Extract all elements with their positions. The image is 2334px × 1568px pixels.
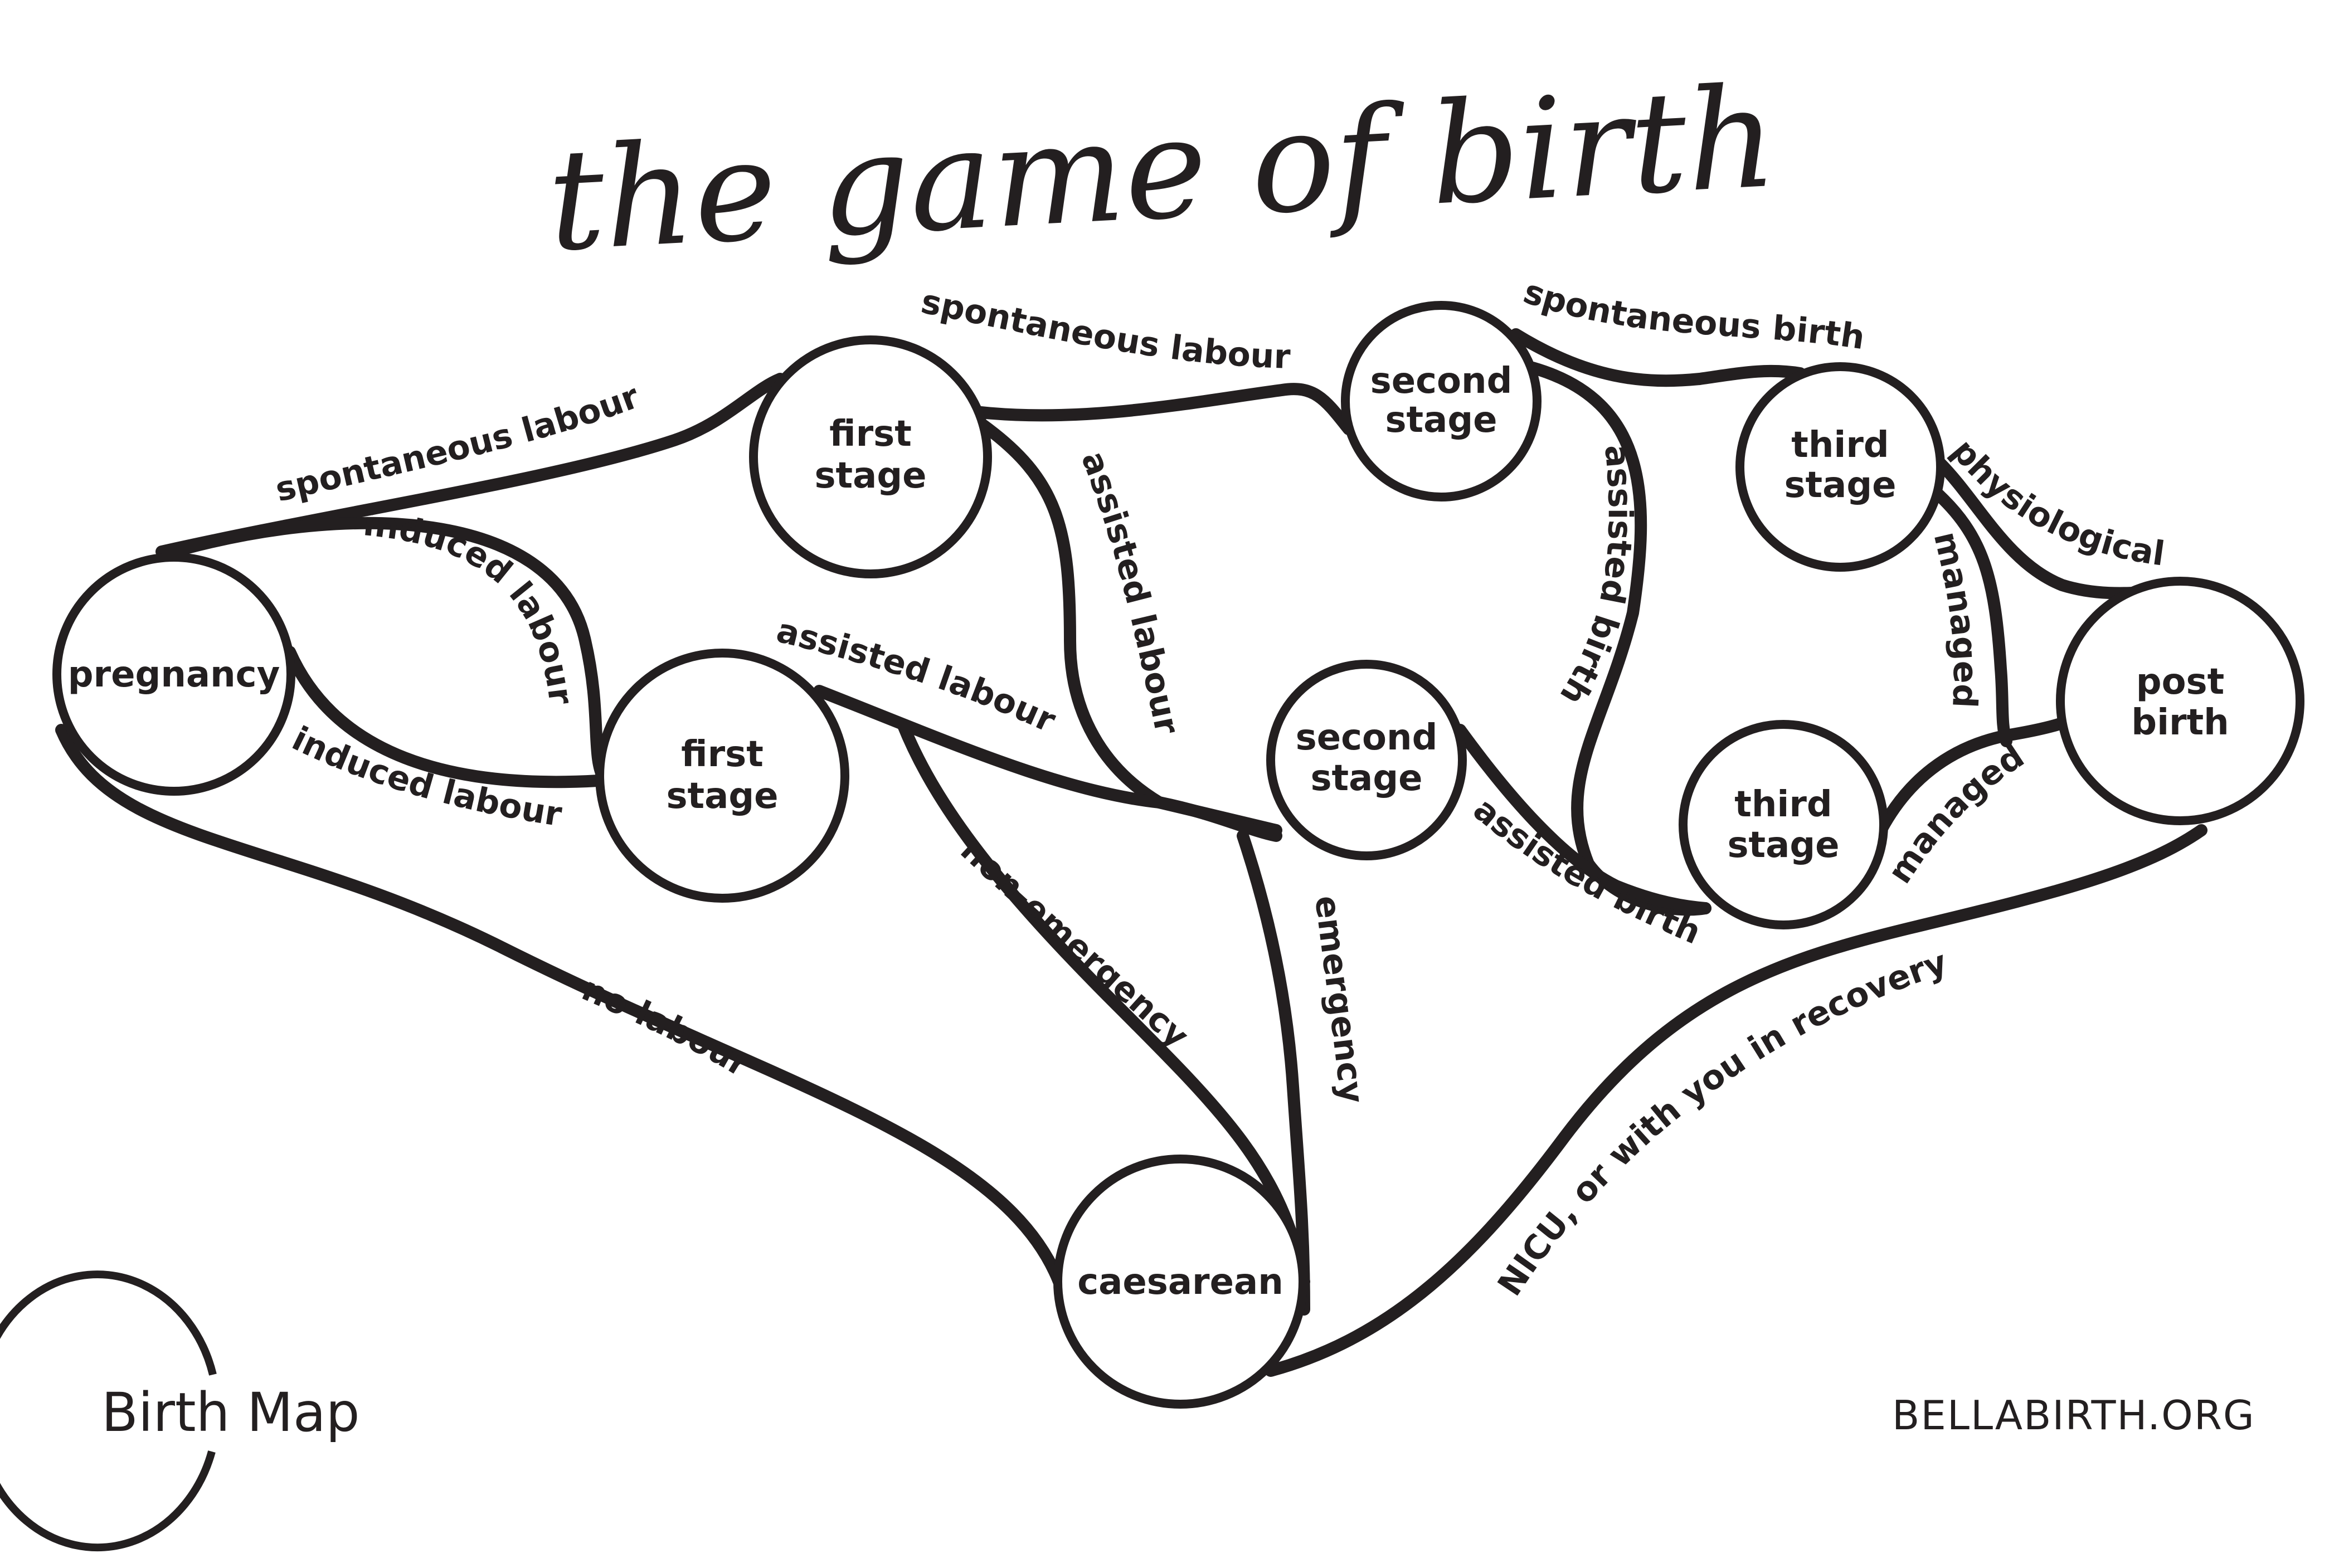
node-label-line1: third <box>1734 784 1832 825</box>
node-label-line2: stage <box>1310 758 1422 799</box>
edge-thirdb-post[interactable] <box>1872 713 2079 842</box>
node-second-stage-b[interactable]: second stage <box>1266 660 1467 860</box>
node-third-stage-a[interactable]: third stage <box>1735 362 1945 572</box>
node-third-stage-b[interactable]: third stage <box>1679 720 1888 929</box>
edge-label-spontaneous-birth: spontaneous birth <box>1519 272 1867 357</box>
edge-label-spontaneous-labour-2: spontaneous labour <box>918 282 1291 377</box>
website-url[interactable]: BELLABIRTH.ORG <box>1892 1392 2255 1439</box>
node-label: pregnancy <box>68 654 280 695</box>
nodes: pregnancy first stage first stage second… <box>52 301 2304 1409</box>
node-post-birth[interactable]: post birth <box>2056 577 2304 825</box>
edge-preg-first-b-upper[interactable] <box>178 517 611 786</box>
edge-secondb-thirdb[interactable] <box>1454 724 1711 914</box>
birth-map-logo[interactable]: Birth Map <box>0 1270 360 1552</box>
edge-label-assisted-birth-2: assisted birth <box>1466 790 1706 952</box>
node-label-line2: birth <box>2131 702 2229 743</box>
node-label-line2: stage <box>1727 825 1839 866</box>
node-label-line1: first <box>681 734 764 775</box>
node-label-line2: stage <box>814 455 926 496</box>
node-second-stage-a[interactable]: second stage <box>1341 301 1542 501</box>
node-label-line1: post <box>2136 661 2224 703</box>
edge-caes-post[interactable] <box>1265 824 2207 1377</box>
edge-label-emergency: emergency <box>1307 894 1371 1106</box>
node-label-line1: first <box>829 413 912 455</box>
diagram-title: the game of birth <box>544 56 1780 283</box>
node-first-stage-a[interactable]: first stage <box>749 335 992 578</box>
logo-text: Birth Map <box>101 1381 360 1444</box>
node-label-line2: stage <box>1385 400 1497 441</box>
edge-preg-first-a[interactable] <box>155 373 786 558</box>
node-label-line1: second <box>1296 717 1438 758</box>
edge-firsta-secondb[interactable] <box>975 417 1282 836</box>
node-label-line2: stage <box>666 776 778 817</box>
node-label-line2: stage <box>1784 465 1896 506</box>
edge-label-induced-labour-1: induced labour <box>362 504 581 707</box>
edge-label-no-labour: no labour <box>576 970 756 1085</box>
edge-label-assisted-birth-1: assisted birth <box>1552 443 1640 712</box>
edge-preg-caes[interactable] <box>55 724 1065 1288</box>
node-label-line1: third <box>1791 425 1889 466</box>
edge-thirda-post-managed[interactable] <box>1928 484 2012 747</box>
edge-seconda-thirda[interactable] <box>1510 328 1806 387</box>
node-caesarean[interactable]: caesarean <box>1053 1155 1307 1409</box>
edge-label-non-emergency: non-emergency <box>953 830 1196 1056</box>
node-first-stage-b[interactable]: first stage <box>595 649 849 903</box>
node-label: caesarean <box>1077 1262 1283 1303</box>
edge-firstb-caes[interactable] <box>897 718 1310 1288</box>
edge-label-assisted-labour-1: assisted labour <box>1073 446 1187 738</box>
edge-firstb-secondb[interactable] <box>813 685 1282 842</box>
edge-secondb-caes[interactable] <box>1237 830 1310 1316</box>
node-pregnancy[interactable]: pregnancy <box>52 553 295 796</box>
edge-preg-first-b-lower[interactable] <box>284 646 614 788</box>
edge-firsta-seconda[interactable] <box>975 383 1355 435</box>
logo-ring-icon <box>0 1270 217 1552</box>
node-label-line1: second <box>1370 361 1513 402</box>
